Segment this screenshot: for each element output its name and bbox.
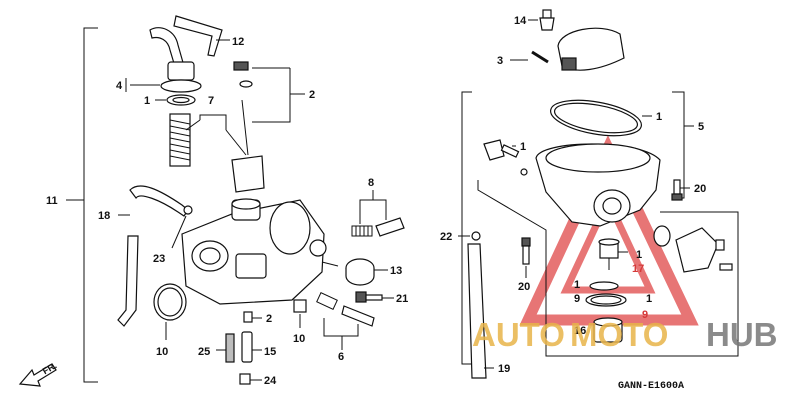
part-o-ring [155, 94, 196, 106]
callout-7: 7 [208, 95, 214, 107]
part-float-valve [598, 238, 628, 270]
callout-3: 3 [497, 55, 503, 67]
part-fitting [528, 9, 555, 31]
watermark-text-moto: MOTO [570, 316, 668, 353]
part-screw-lower [521, 237, 531, 278]
callout-20-lower: 20 [518, 281, 530, 293]
part-bolt [355, 291, 394, 303]
callout-24: 24 [264, 375, 277, 387]
front-direction-arrow [18, 363, 57, 387]
callout-1-ring-b: 1 [646, 293, 652, 305]
part-o-ring-lower [585, 281, 627, 307]
callout-2: 2 [309, 89, 315, 101]
callout-1-screw: 1 [520, 141, 526, 153]
part-cap [345, 258, 388, 286]
callout-21: 21 [396, 293, 408, 305]
callout-1-valve: 1 [636, 249, 642, 261]
callout-1: 1 [144, 95, 150, 107]
part-choke-valve [653, 225, 733, 273]
bracket-group-11 [66, 27, 98, 383]
part-drain-screw [483, 139, 528, 176]
callout-10-lower: 10 [293, 333, 305, 345]
callout-2-lower: 2 [266, 313, 272, 325]
callout-19: 19 [498, 363, 510, 375]
part-fuel-tube [117, 185, 189, 327]
callout-15: 15 [264, 346, 276, 358]
diagram-code: GANN-E1600A [618, 381, 684, 392]
callout-9-red: 9 [642, 309, 648, 321]
callout-5: 5 [698, 121, 704, 133]
callout-20-upper: 20 [694, 183, 706, 195]
callout-9: 9 [574, 293, 580, 305]
part-hose-clip [171, 205, 193, 249]
part-drain-tube [467, 243, 494, 379]
part-top-cap [125, 61, 202, 93]
callout-1-gasket: 1 [656, 111, 662, 123]
front-label: FR. [41, 360, 59, 376]
callout-22: 22 [440, 231, 452, 243]
callout-14: 14 [514, 15, 527, 27]
watermark-logo: AUTO MOTO HUB [472, 316, 778, 353]
part-jet-cap [593, 317, 623, 343]
callout-16: 16 [574, 325, 586, 337]
callout-11: 11 [46, 195, 58, 207]
part-float-bowl-gasket [153, 283, 187, 340]
callout-25: 25 [198, 346, 210, 358]
part-throttle-stop-screw [316, 292, 375, 350]
callout-10: 10 [156, 346, 168, 358]
part-cover [510, 27, 625, 71]
part-plate [293, 299, 307, 328]
part-bowl-gasket [550, 99, 652, 137]
watermark-text-auto: AUTO [472, 316, 565, 353]
callout-13: 13 [390, 265, 402, 277]
callout-labels: 12 4 1 7 2 11 18 23 10 8 13 21 2 10 6 25… [46, 15, 706, 387]
part-main-jet-assembly [216, 311, 262, 385]
callout-12: 12 [232, 36, 244, 48]
callout-4: 4 [116, 80, 123, 92]
part-pilot-screw [351, 190, 405, 237]
part-needle-clip [233, 61, 305, 123]
part-spring-throttle-valve [169, 99, 265, 193]
part-float-bowl [535, 143, 661, 227]
callout-17: 17 [632, 263, 644, 275]
callout-6: 6 [338, 351, 344, 363]
callout-23: 23 [153, 253, 165, 265]
callout-1-ring: 1 [574, 279, 580, 291]
part-carburetor-body [181, 198, 339, 305]
callout-8: 8 [368, 177, 374, 189]
part-tube-clip [458, 231, 481, 241]
callout-18: 18 [98, 210, 110, 222]
part-screw-upper [671, 179, 690, 201]
watermark-text-hub: HUB [706, 316, 778, 353]
